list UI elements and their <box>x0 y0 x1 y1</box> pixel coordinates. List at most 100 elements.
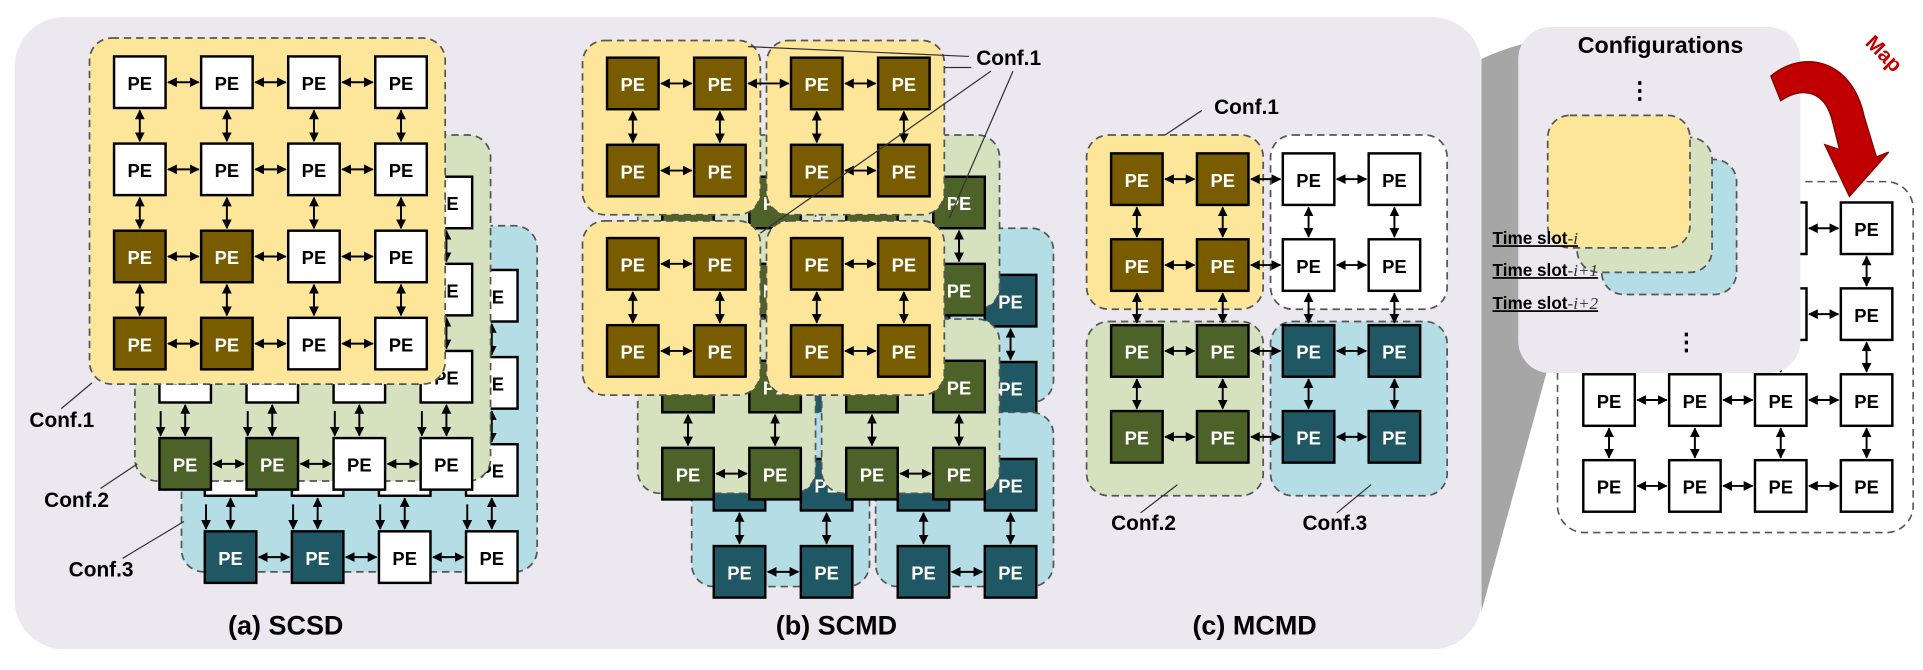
pe-conf1: PE <box>789 323 844 378</box>
pe-conf3: PE <box>799 544 854 599</box>
pe-box <box>876 56 931 111</box>
pe-label: PE <box>621 342 646 363</box>
pe-conf1: PE <box>1109 238 1164 293</box>
pe-box <box>692 236 747 291</box>
pe-conf2: PE <box>844 446 899 501</box>
pe-label: PE <box>389 160 414 181</box>
pe-conf1: PE <box>692 143 747 198</box>
pe-idle: PE <box>1839 201 1894 256</box>
leader-line <box>948 70 1014 219</box>
tile-conf1: PE PE PE PE <box>581 220 762 396</box>
pe-conf2: PE <box>1195 323 1250 378</box>
time-slot-index: -i+1 <box>1568 261 1599 280</box>
pe-label: PE <box>805 255 830 276</box>
pe-label: PE <box>676 464 701 485</box>
pe-label: PE <box>805 161 830 182</box>
leader-line <box>100 463 138 489</box>
pe-idle: PE <box>1281 238 1336 293</box>
pe-label: PE <box>302 247 327 268</box>
pe-idle: PE <box>199 55 254 110</box>
pe-label: PE <box>621 74 646 95</box>
config-region-conf1 <box>88 37 447 385</box>
pe-conf3: PE <box>1367 409 1422 464</box>
pe-label: PE <box>434 455 459 476</box>
pe-box <box>374 55 429 110</box>
pe-box <box>692 56 747 111</box>
pe-label: PE <box>727 563 752 584</box>
pe-idle: PE <box>286 142 341 197</box>
pe-box <box>1582 458 1637 513</box>
pe-conf1: PE <box>199 229 254 284</box>
pe-label: PE <box>1382 256 1407 277</box>
pe-label: PE <box>389 334 414 355</box>
pe-idle: PE <box>1839 458 1894 513</box>
pe-box <box>692 143 747 198</box>
pe-box <box>1367 409 1422 464</box>
pe-idle: PE <box>199 142 254 197</box>
pe-label: PE <box>892 161 917 182</box>
time-slot-prefix: Time slot <box>1493 260 1568 280</box>
map-label: Map <box>1861 31 1907 77</box>
pe-label: PE <box>1683 391 1708 412</box>
pe-box <box>876 236 931 291</box>
leader-line <box>122 520 185 559</box>
pe-box <box>286 229 341 284</box>
pe-label: PE <box>1854 391 1879 412</box>
conf-label-1: Conf.1 <box>29 409 94 432</box>
pe-idle: PE <box>1582 458 1637 513</box>
pe-idle: PE <box>374 229 429 284</box>
pe-box <box>1367 238 1422 293</box>
pe-conf3: PE <box>290 530 345 585</box>
pe-conf1: PE <box>605 236 660 291</box>
pe-box <box>158 436 213 491</box>
pe-label: PE <box>621 255 646 276</box>
pe-box <box>1582 373 1637 428</box>
pe-label: PE <box>763 464 788 485</box>
pe-label: PE <box>128 247 153 268</box>
pe-label: PE <box>173 455 198 476</box>
pe-label: PE <box>1296 342 1321 363</box>
pe-conf1: PE <box>692 56 747 111</box>
pe-idle: PE <box>377 530 432 585</box>
pe-conf2: PE <box>748 446 803 501</box>
pe-label: PE <box>389 73 414 94</box>
pe-label: PE <box>389 247 414 268</box>
pe-idle: PE <box>286 55 341 110</box>
pe-label: PE <box>1854 305 1879 326</box>
time-slot-index: -i+2 <box>1568 294 1599 313</box>
pe-conf1: PE <box>199 316 254 371</box>
pe-idle: PE <box>1281 152 1336 207</box>
pe-box <box>605 323 660 378</box>
pe-box <box>844 446 899 501</box>
pe-idle: PE <box>112 55 167 110</box>
pe-box <box>112 316 167 371</box>
pe-conf1: PE <box>876 236 931 291</box>
pe-label: PE <box>1210 256 1235 277</box>
pe-label: PE <box>708 342 733 363</box>
pe-label: PE <box>480 548 505 569</box>
pe-box <box>1195 409 1250 464</box>
pe-box <box>290 530 345 585</box>
pe-label: PE <box>708 74 733 95</box>
pe-conf1: PE <box>1109 152 1164 207</box>
pe-label: PE <box>998 475 1023 496</box>
pe-box <box>1367 323 1422 378</box>
pe-box <box>112 55 167 110</box>
pe-conf1: PE <box>112 229 167 284</box>
pe-box <box>876 323 931 378</box>
pe-box <box>1753 458 1808 513</box>
pe-label: PE <box>708 255 733 276</box>
conf-label-2: Conf.2 <box>44 489 109 512</box>
leader-line <box>1336 484 1372 514</box>
conf-label-1: Conf.1 <box>976 47 1041 70</box>
pe-idle: PE <box>464 530 519 585</box>
pe-idle: PE <box>286 229 341 284</box>
pe-conf1: PE <box>789 236 844 291</box>
pe-idle: PE <box>374 316 429 371</box>
pe-label: PE <box>1768 477 1793 498</box>
pe-box <box>789 143 844 198</box>
